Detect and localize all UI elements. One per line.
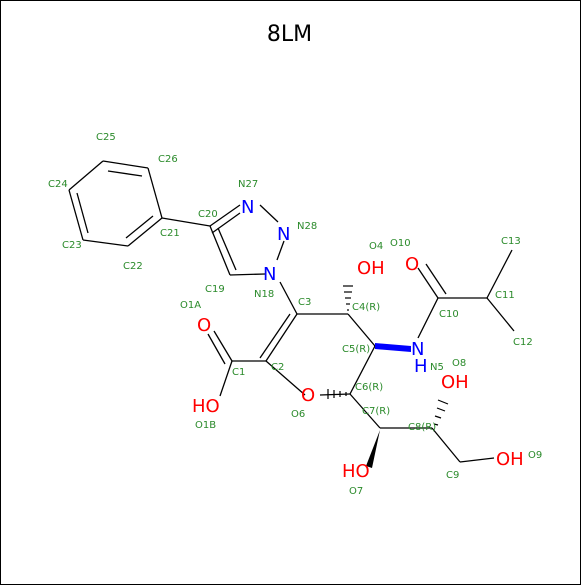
label-c2: C2 — [271, 362, 284, 373]
label-c1: C1 — [232, 367, 245, 378]
label-c9: C9 — [446, 470, 459, 481]
label-c12: C12 — [513, 337, 533, 348]
label-c13: C13 — [501, 236, 521, 247]
hash-bond-o8 — [433, 399, 449, 426]
wedge-bond-o7 — [366, 430, 380, 468]
atom-o7-hydroxyl: HO — [342, 461, 370, 482]
label-o4: O4 — [369, 241, 383, 252]
label-n18: N18 — [254, 289, 274, 300]
atom-n5-hydrogen: H — [414, 356, 428, 377]
label-c21: C21 — [160, 228, 180, 239]
pyranose-ring — [232, 281, 495, 463]
label-c11: C11 — [495, 290, 515, 301]
label-c10: C10 — [439, 309, 459, 320]
label-c25: C25 — [96, 132, 116, 143]
label-n28: N28 — [297, 221, 317, 232]
label-o7: O7 — [349, 486, 363, 497]
wedge-bond-n5 — [375, 343, 411, 352]
atom-n27: N — [241, 197, 254, 218]
label-c8r: C8(R) — [408, 422, 436, 433]
label-o6: O6 — [291, 409, 305, 420]
atom-n28: N — [277, 224, 290, 245]
label-c24: C24 — [48, 179, 68, 190]
label-o8: O8 — [452, 358, 466, 369]
label-c5r: C5(R) — [342, 344, 370, 355]
atom-o10: O — [405, 254, 419, 275]
atom-n18: N — [263, 264, 276, 285]
label-c6r: C6(R) — [355, 382, 383, 393]
label-c20: C20 — [198, 209, 218, 220]
label-c3: C3 — [298, 297, 311, 308]
label-c19: C19 — [205, 284, 225, 295]
hash-bond-o4 — [343, 285, 353, 311]
atom-o9-hydroxyl: OH — [496, 449, 524, 470]
label-n27: N27 — [238, 179, 258, 190]
label-c4r: C4(R) — [352, 302, 380, 313]
atom-o1a: O — [197, 315, 211, 336]
label-o10: O10 — [390, 238, 411, 249]
label-c26: C26 — [158, 154, 178, 165]
atom-o6: O — [301, 385, 315, 406]
label-c23: C23 — [62, 240, 82, 251]
label-o1a: O1A — [180, 300, 201, 311]
hash-bond-o6 — [327, 389, 347, 399]
label-c7r: C7(R) — [362, 406, 390, 417]
label-o1b: O1B — [195, 420, 216, 431]
atom-o1b-hydroxyl: HO — [192, 396, 220, 417]
carboxylic-acid — [207, 330, 233, 397]
label-o9: O9 — [528, 450, 542, 461]
molecule-title: 8LM — [266, 22, 313, 47]
atom-n5: N — [411, 339, 424, 360]
triazole-ring — [161, 204, 285, 276]
amide-group — [417, 249, 515, 339]
atom-o4-hydroxyl: OH — [357, 258, 385, 279]
phenyl-ring — [68, 160, 163, 247]
label-n5: N5 — [430, 362, 444, 373]
label-c22: C22 — [123, 261, 143, 272]
atom-o8-hydroxyl: OH — [441, 372, 469, 393]
